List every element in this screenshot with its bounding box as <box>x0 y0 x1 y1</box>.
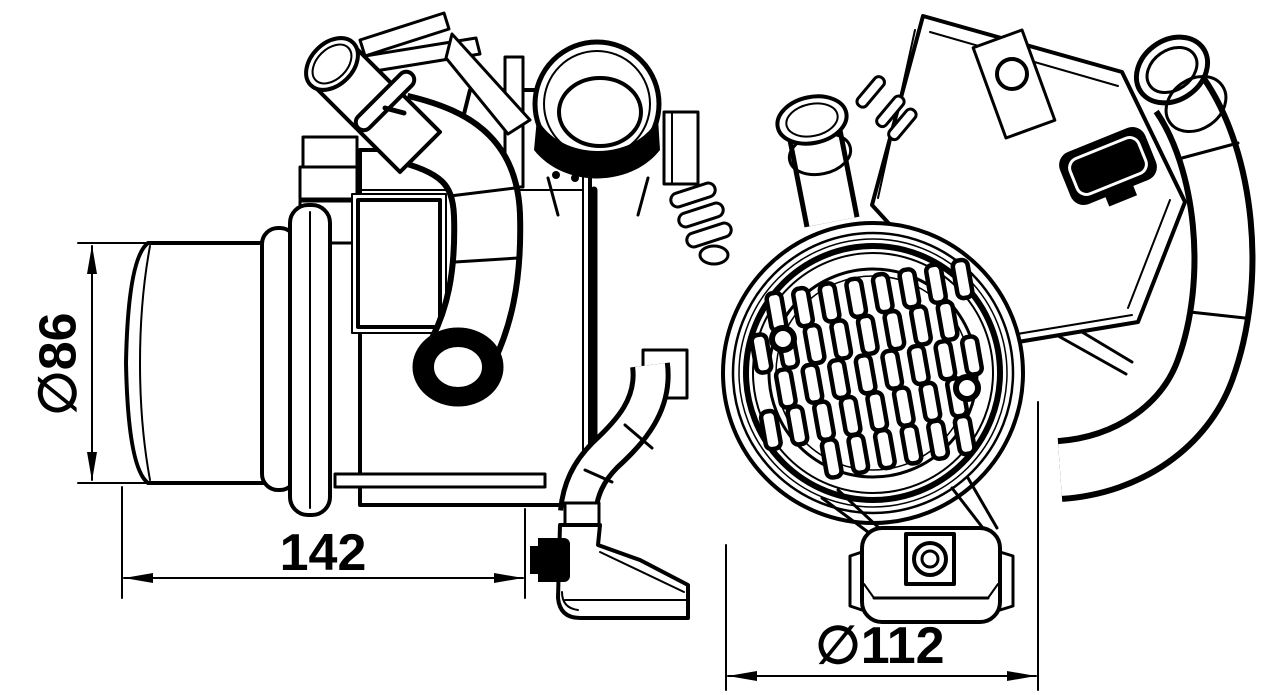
foot-bolt-ring <box>912 541 948 577</box>
hose-open-end-inner <box>1145 45 1199 95</box>
cooler-tube-slot <box>872 427 897 471</box>
throttle-rim-outline <box>533 40 661 168</box>
housing-tab <box>971 28 1057 140</box>
triangle-bracket <box>444 32 532 136</box>
cooler-tube-slot <box>829 318 854 361</box>
hose-neck-seam <box>1164 74 1228 134</box>
hose-seam-2 <box>453 256 520 264</box>
face-ring-band <box>743 243 1003 503</box>
throttle-rim-inner <box>543 50 651 158</box>
foot-bolt-hole <box>920 549 940 569</box>
arrowhead-left <box>124 573 153 583</box>
arrowhead-up <box>87 245 97 274</box>
foot-corner-hook <box>561 591 579 611</box>
body-bottom-ledge <box>333 472 547 489</box>
curved-hose-core <box>392 98 518 366</box>
dimension-label-142: 142 <box>280 524 367 582</box>
throttle-base-left <box>546 176 560 217</box>
foot-band-corner-right <box>987 583 999 599</box>
dimension-label-diameter-112: ∅112 <box>815 617 944 675</box>
face-ring-3 <box>738 238 1008 508</box>
face-ring-4 <box>752 252 994 494</box>
throttle-bore <box>557 76 643 148</box>
right-hose-seam-2 <box>1188 310 1247 320</box>
inlet-pipe-lip <box>785 102 839 138</box>
foot-tab-left <box>848 550 864 612</box>
right-hose-seam-1 <box>1180 141 1240 160</box>
electrical-connector <box>1059 127 1157 207</box>
elbow-ring-inner <box>432 345 484 389</box>
cooler-tube-slot <box>882 308 907 352</box>
housing-ribbed-stub <box>855 75 918 142</box>
cooler-tube-slot <box>926 418 951 462</box>
face-bolt-hole-left <box>769 325 797 353</box>
throttle-shade-band <box>534 118 660 179</box>
foot-slope-seam <box>599 551 685 593</box>
arrowhead-right <box>494 573 523 583</box>
inlet-pipe-core <box>791 125 855 227</box>
cooler-tube-slot <box>855 313 880 357</box>
dimension-diameter-112: ∅112 <box>725 401 1039 691</box>
arrowhead-down <box>87 452 97 481</box>
dimension-length-142: 142 <box>121 486 526 599</box>
hose-open-end-outer <box>1133 34 1211 106</box>
hose-seam-1 <box>448 186 517 198</box>
cylinder-body <box>124 241 274 485</box>
arrowhead-right <box>1007 671 1036 681</box>
throttle-side-plate <box>662 110 700 186</box>
cooler-tube-slot <box>802 322 827 366</box>
cooler-tube-slot <box>950 257 975 301</box>
cooler-tube-slot <box>785 404 810 447</box>
housing-right-seam <box>1127 199 1171 309</box>
ribbed-fitting <box>669 181 733 266</box>
front-view: ∅112 <box>721 14 1256 691</box>
cooler-tube-slot <box>846 432 871 476</box>
detail-dot-1 <box>552 171 560 179</box>
face-ring-2 <box>731 231 1015 515</box>
hose-clamp <box>353 69 417 133</box>
mounting-foot-side <box>556 523 690 620</box>
detail-dot-2 <box>571 174 579 182</box>
housing-bottom-seam <box>1004 314 1133 337</box>
throttle-assembly <box>532 39 733 266</box>
housing-tab-hole <box>995 57 1029 91</box>
throttle-base-right <box>636 176 650 217</box>
cooler-tube-slot <box>819 437 844 480</box>
cooler-tube-slot <box>952 413 977 457</box>
right-hose-core <box>1057 80 1250 496</box>
cooler-tube-slot <box>908 304 933 347</box>
top-plate-bar <box>358 11 451 58</box>
cylinder-end-seam <box>139 245 151 481</box>
s-bracket-seam-1 <box>623 423 654 450</box>
cooler-tube-slot <box>899 423 924 466</box>
mounting-foot-front <box>848 526 1015 624</box>
arrowhead-left <box>728 671 757 681</box>
dimension-diameter-86: ∅86 <box>30 242 151 484</box>
hose-stub-opening <box>304 36 360 92</box>
hose-clamp-screw <box>382 105 407 116</box>
foot-struts <box>820 476 999 534</box>
face-bolt-hole-right <box>953 374 981 402</box>
foot-band-corner-left <box>863 583 875 599</box>
dimension-label-diameter-86: ∅86 <box>30 312 88 415</box>
cooler-tube-grid <box>749 257 984 480</box>
body-panel <box>356 198 442 329</box>
cooler-tube-slot <box>959 334 984 377</box>
foot-bolt <box>530 538 570 582</box>
foot-tab-right <box>998 550 1015 612</box>
s-bracket-core <box>563 363 666 514</box>
cooler-tube-slot <box>758 408 783 452</box>
s-bracket-seam-2 <box>583 468 614 484</box>
cooler-tube-slot <box>749 332 774 375</box>
inlet-pipe-opening <box>775 94 849 146</box>
hose-stub-lip <box>311 43 353 85</box>
side-view: ∅86 142 <box>30 11 733 620</box>
cooler-tube-slot <box>935 299 960 343</box>
